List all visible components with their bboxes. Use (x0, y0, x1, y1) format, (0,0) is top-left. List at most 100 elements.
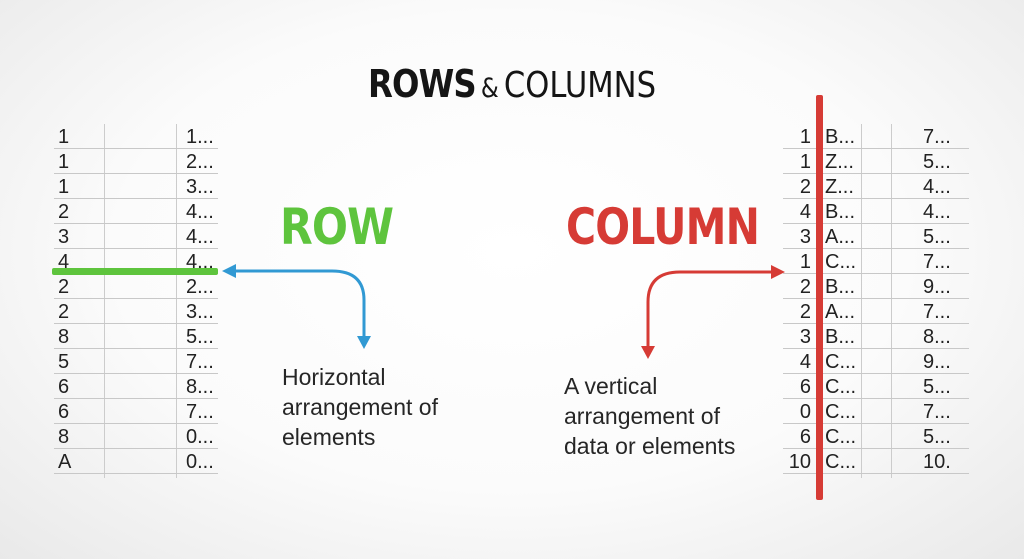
table-cell: 1 (799, 151, 811, 173)
table-cell: 2 (58, 276, 70, 298)
table-cell: 4... (923, 176, 951, 198)
table-cell: 5... (923, 226, 951, 248)
table-cell: 2... (186, 276, 214, 298)
table-row: 2 B... 9... (783, 274, 969, 299)
table-row: 4 C... 9... (783, 349, 969, 374)
table-cell: 3 (799, 326, 811, 348)
table-cell: 10 (788, 451, 811, 473)
table-cell: 2 (58, 301, 70, 323)
table-row: 1 2... (54, 149, 218, 174)
column-label: COLUMN (566, 198, 760, 256)
table-row: 2 Z... 4... (783, 174, 969, 199)
table-cell: 2 (799, 301, 811, 323)
table-cell: 7... (923, 401, 951, 423)
row-description-line: Horizontal (282, 364, 386, 390)
column-description: A vertical arrangement of data or elemen… (564, 371, 735, 461)
title-columns: COLUMNS (503, 65, 657, 106)
table-row: 2 4... (54, 199, 218, 224)
table-cell: 5... (923, 151, 951, 173)
column-pointer-arrowhead-down (641, 346, 655, 359)
row-pointer-arrowhead-left (222, 264, 236, 278)
table-row: 1 1... (54, 124, 218, 149)
table-cell: 4... (186, 226, 214, 248)
table-cell: 8... (186, 376, 214, 398)
column-description-line: A vertical (564, 373, 658, 399)
table-cell: 0 (799, 401, 811, 423)
table-cell: 8 (58, 426, 70, 448)
table-cell: 10. (923, 451, 951, 473)
table-row: 1 Z... 5... (783, 149, 969, 174)
table-row: 1 3... (54, 174, 218, 199)
table-cell: 5... (186, 326, 214, 348)
page-title: ROWS&COLUMNS (77, 62, 947, 106)
table-cell: 9... (923, 276, 951, 298)
row-highlight-bar (52, 268, 218, 275)
table-cell: 3 (799, 226, 811, 248)
column-pointer-arrowhead-right (771, 265, 785, 279)
table-row: 2 3... (54, 299, 218, 324)
row-pointer-arrowhead-down (357, 336, 371, 349)
rows-example-table: 1 1... 1 2... 1 3... 2 4... 3 4... 4 4... 2 2... 2 3...… (54, 124, 218, 478)
table-cell: 2 (799, 176, 811, 198)
table-cell: 2 (799, 276, 811, 298)
table-cell: B... (825, 201, 856, 223)
table-cell: 7... (923, 251, 951, 273)
table-cell: 3... (186, 301, 214, 323)
table-cell: 6 (58, 376, 70, 398)
table-cell: 3... (186, 176, 214, 198)
table-cell: 7... (186, 351, 214, 373)
table-cell: 8... (923, 326, 951, 348)
table-row: 10 C... 10. (783, 449, 969, 474)
column-divider (176, 124, 177, 478)
table-cell: 4 (58, 251, 70, 273)
table-cell: 8 (58, 326, 70, 348)
row-label: ROW (280, 198, 394, 256)
table-cell: 4 (799, 351, 811, 373)
title-ampersand: & (480, 73, 499, 104)
table-cell: 1 (799, 126, 811, 148)
table-cell: C... (825, 251, 857, 273)
table-cell: 4... (923, 201, 951, 223)
table-cell: C... (825, 351, 857, 373)
column-divider (104, 124, 105, 478)
table-cell: C... (825, 451, 857, 473)
table-cell: C... (825, 376, 857, 398)
table-cell: 4... (186, 251, 214, 273)
table-cell: B... (825, 276, 856, 298)
table-row: 3 A... 5... (783, 224, 969, 249)
table-cell: 5... (923, 426, 951, 448)
column-pointer-arrow (646, 270, 774, 348)
table-cell: 1... (186, 126, 214, 148)
table-cell: 3 (58, 226, 70, 248)
table-cell: 2 (58, 201, 70, 223)
table-cell: 6 (799, 426, 811, 448)
table-cell: 9... (923, 351, 951, 373)
table-cell: Z... (825, 151, 854, 173)
table-row: 6 8... (54, 374, 218, 399)
table-cell: 5... (923, 376, 951, 398)
table-cell: 0... (186, 451, 214, 473)
table-cell: 2... (186, 151, 214, 173)
table-cell: 1 (58, 176, 70, 198)
table-row: 8 5... (54, 324, 218, 349)
table-cell: 1 (58, 151, 70, 173)
table-cell: A... (825, 301, 856, 323)
table-cell: A... (825, 226, 856, 248)
table-cell: 4... (186, 201, 214, 223)
table-cell: 7... (923, 126, 951, 148)
table-cell: Z... (825, 176, 854, 198)
title-rows: ROWS (367, 62, 477, 106)
table-cell: 1 (58, 126, 70, 148)
table-cell: 5 (58, 351, 70, 373)
column-divider (861, 124, 862, 478)
